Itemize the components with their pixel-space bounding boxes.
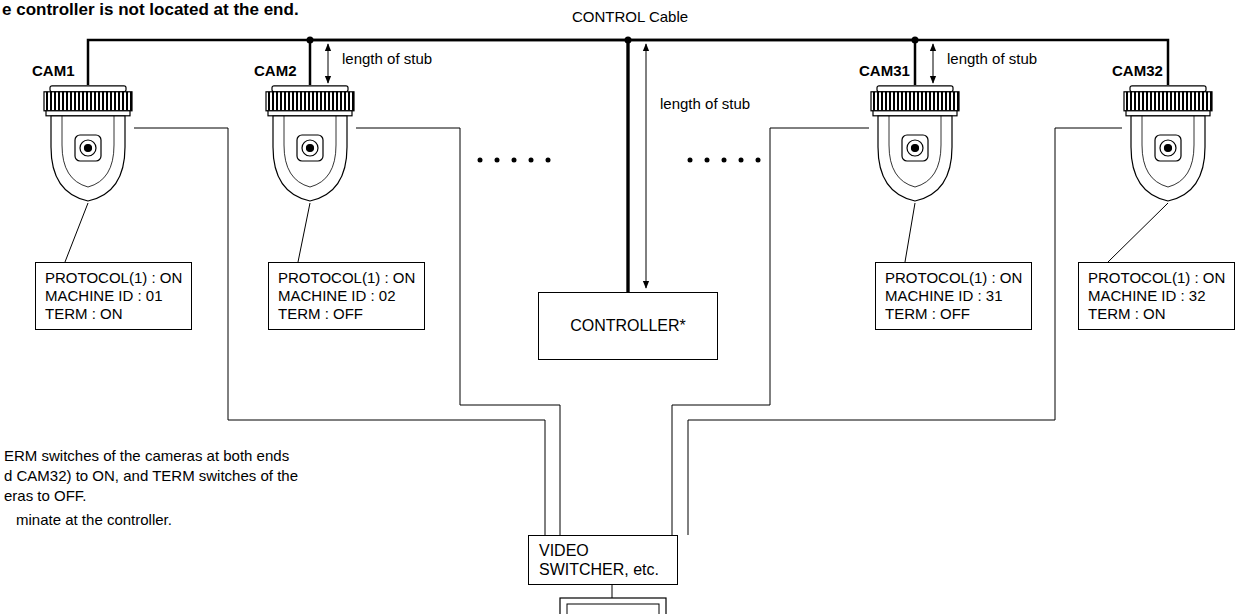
camera: CAM2 (264, 85, 356, 203)
callout-leader (65, 203, 88, 262)
note-text: d CAM32) to ON, and TERM switches of the (2, 467, 300, 485)
camera: CAM1 (42, 85, 134, 203)
settings-callout: PROTOCOL(1) : ONMACHINE ID : 31TERM : OF… (875, 262, 1032, 330)
camera: CAM32 (1122, 85, 1214, 203)
cable-label: CONTROL Cable (570, 8, 690, 26)
node-text: MACHINE ID : 32 (1088, 287, 1225, 305)
dome-camera-drawing (264, 85, 356, 203)
settings-callout: PROTOCOL(1) : ONMACHINE ID : 32TERM : ON (1078, 262, 1235, 330)
control-cable (88, 40, 628, 292)
video-switcher-box: VIDEO SWITCHER, etc. (528, 535, 678, 585)
camera-label: CAM2 (254, 62, 346, 80)
camera-label: CAM1 (32, 62, 124, 80)
control-cable (628, 40, 1168, 292)
node-text: PROTOCOL(1) : ON (278, 269, 415, 287)
node-text: TERM : ON (45, 305, 182, 323)
dimension-label: length of stub (945, 50, 1039, 68)
camera-label: CAM32 (1112, 62, 1204, 80)
dimension-arrow (646, 44, 647, 288)
dimension-arrow (328, 44, 329, 83)
node-text: TERM : OFF (278, 305, 415, 323)
node-text: MACHINE ID : 01 (45, 287, 182, 305)
note-text: ERM switches of the cameras at both ends (2, 447, 291, 465)
controller-box: CONTROLLER* (538, 292, 718, 360)
node-text: VIDEO SWITCHER, etc. (539, 541, 667, 579)
node-text: TERM : OFF (885, 305, 1022, 323)
callout-leader (1108, 203, 1168, 262)
callout-leader (298, 203, 310, 262)
settings-callout: PROTOCOL(1) : ONMACHINE ID : 01TERM : ON (35, 262, 192, 330)
camera-label: CAM31 (859, 62, 951, 80)
camera: CAM31 (869, 85, 961, 203)
dome-camera-drawing (1122, 85, 1214, 203)
node-text: CONTROLLER* (570, 317, 686, 335)
callout-leader (905, 203, 915, 262)
node-text: MACHINE ID : 02 (278, 287, 415, 305)
node-text: PROTOCOL(1) : ON (885, 269, 1022, 287)
note-text: eras to OFF. (2, 487, 89, 505)
monitor-body (560, 598, 666, 614)
dimension-arrow (933, 44, 934, 83)
node-text: TERM : ON (1088, 305, 1225, 323)
heading: e controller is not located at the end. (2, 0, 299, 20)
settings-callout: PROTOCOL(1) : ONMACHINE ID : 02TERM : OF… (268, 262, 425, 330)
node-text: PROTOCOL(1) : ON (45, 269, 182, 287)
video-cable (356, 128, 560, 535)
dimension-label: length of stub (340, 50, 434, 68)
dome-camera-drawing (42, 85, 134, 203)
node-text: PROTOCOL(1) : ON (1088, 269, 1225, 287)
node-text: MACHINE ID : 31 (885, 287, 1022, 305)
dome-camera-drawing (869, 85, 961, 203)
note-text: minate at the controller. (14, 511, 174, 529)
dimension-label: length of stub (658, 95, 752, 113)
ellipsis-dots (478, 158, 761, 163)
control-cable (310, 40, 628, 292)
monitor-screen (567, 604, 659, 614)
